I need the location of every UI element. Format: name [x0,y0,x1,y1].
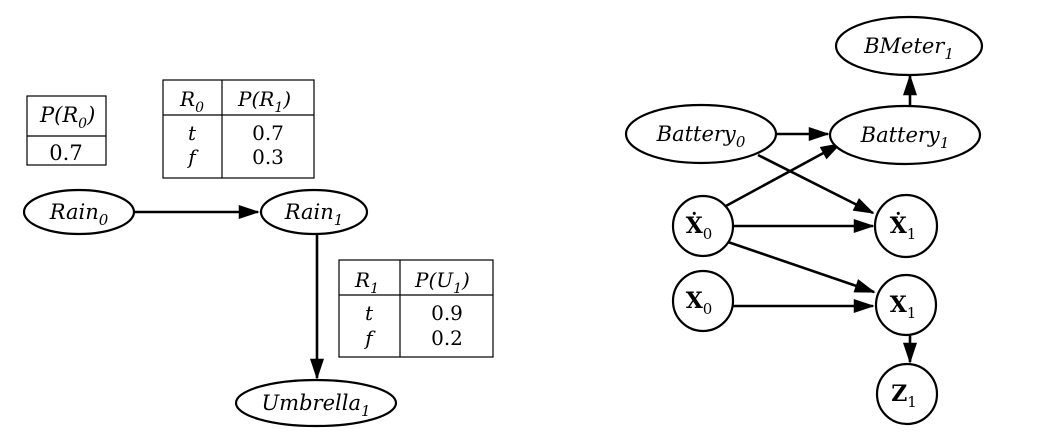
svg-text:X1: X1 [890,292,917,322]
cpt-prior: P(R0) 0.7 [26,95,107,166]
cpt-transition-header-sub: 1 [274,100,283,116]
svg-text:Z1: Z1 [891,381,917,411]
svg-text:BMeter1: BMeter1 [863,34,954,63]
cpt-prior-header-sub: 0 [78,116,87,132]
node-rain1: Rain1 [259,188,369,236]
node-x0: X0 [671,269,735,333]
svg-text:X0: X0 [686,288,713,318]
node-battery0-sub: 0 [736,133,746,151]
edge-xdot0-battery1 [723,142,842,209]
edge-battery0-xdot1 [757,153,875,215]
cpt-sensor-header-func: P(U [414,268,454,292]
svg-text:R0: R0 [179,87,204,116]
cpt-transition-header-func: P(R [237,87,274,111]
cpt-transition-row-key: t [188,121,197,145]
svg-text:P(U1): P(U1) [414,268,470,297]
cpt-transition-header-close: ) [282,87,291,111]
cpt-sensor-parent-sub: 1 [370,281,379,297]
cpt-sensor-parent-name: R [354,268,370,292]
node-bmeter1-name: BMeter [863,34,946,58]
right-network: BMeter1 Battery0 Battery1 Ẋ0 Ẋ1 [624,15,984,426]
node-bmeter1: BMeter1 [834,15,984,77]
node-battery1-sub: 1 [940,134,950,152]
svg-text:P(R0): P(R0) [39,103,95,132]
cpt-sensor-header-sub: 1 [453,281,462,297]
cpt-prior-header-func: P(R [39,103,78,127]
node-bmeter1-sub: 1 [944,45,954,63]
node-battery1: Battery1 [828,104,982,166]
node-rain0-sub: 0 [99,211,109,229]
node-xdot0: Ẋ0 [671,194,735,258]
node-rain1-sub: 1 [334,211,344,229]
node-umbrella1-name: Umbrella [261,391,360,415]
node-x1: X1 [874,273,938,337]
node-umbrella1-sub: 1 [361,402,371,420]
node-x1-name: X [890,292,908,318]
svg-text:Battery0: Battery0 [656,122,746,151]
node-z1-name: Z [891,381,907,407]
node-rain0: Rain0 [22,188,136,236]
svg-text:Battery1: Battery1 [860,123,950,152]
cpt-sensor-row-value: 0.2 [431,326,463,350]
node-xdot1-name: X [890,211,908,239]
cpt-transition-row-value: 0.3 [252,145,284,169]
node-x0-sub: 0 [703,300,713,318]
svg-text:Ẋ1: Ẋ1 [890,211,917,243]
node-x1-sub: 1 [907,304,917,322]
cpt-sensor-row-value: 0.9 [431,301,463,325]
svg-text:R1: R1 [354,268,379,297]
left-network: P(R0) 0.7 R0 P(R1) t 0.7 f 0.3 [22,79,494,428]
cpt-sensor-header-close: ) [461,268,470,292]
cpt-transition-parent-sub: 0 [195,100,204,116]
cpt-prior-value: 0.7 [49,141,82,165]
cpt-prior-header-close: ) [86,103,95,127]
svg-text:P(R1): P(R1) [237,87,291,116]
node-battery0-name: Battery [656,122,737,146]
edge-xdot0-x1 [727,240,876,294]
cpt-transition-row-value: 0.7 [252,121,284,145]
node-battery1-name: Battery [860,123,941,147]
cpt-sensor-row-key: t [365,301,374,325]
node-x0-name: X [686,288,704,314]
svg-text:Rain1: Rain1 [284,200,344,229]
cpt-transition-parent-name: R [179,87,195,111]
svg-text:Ẋ0: Ẋ0 [686,211,713,243]
node-rain1-name: Rain [284,200,334,224]
node-xdot1: Ẋ1 [873,193,939,259]
node-xdot0-sub: 0 [703,225,713,243]
svg-text:Rain0: Rain0 [49,200,109,229]
node-umbrella1: Umbrella1 [234,378,398,428]
svg-text:Umbrella1: Umbrella1 [261,391,370,420]
cpt-sensor: R1 P(U1) t 0.9 f 0.2 [338,259,494,358]
node-z1: Z1 [875,362,939,426]
node-xdot0-name: X [686,211,704,239]
node-xdot1-sub: 1 [907,225,917,243]
cpt-transition: R0 P(R1) t 0.7 f 0.3 [162,79,315,179]
node-battery0: Battery0 [624,103,778,165]
node-z1-sub: 1 [907,393,917,411]
node-rain0-name: Rain [49,200,99,224]
